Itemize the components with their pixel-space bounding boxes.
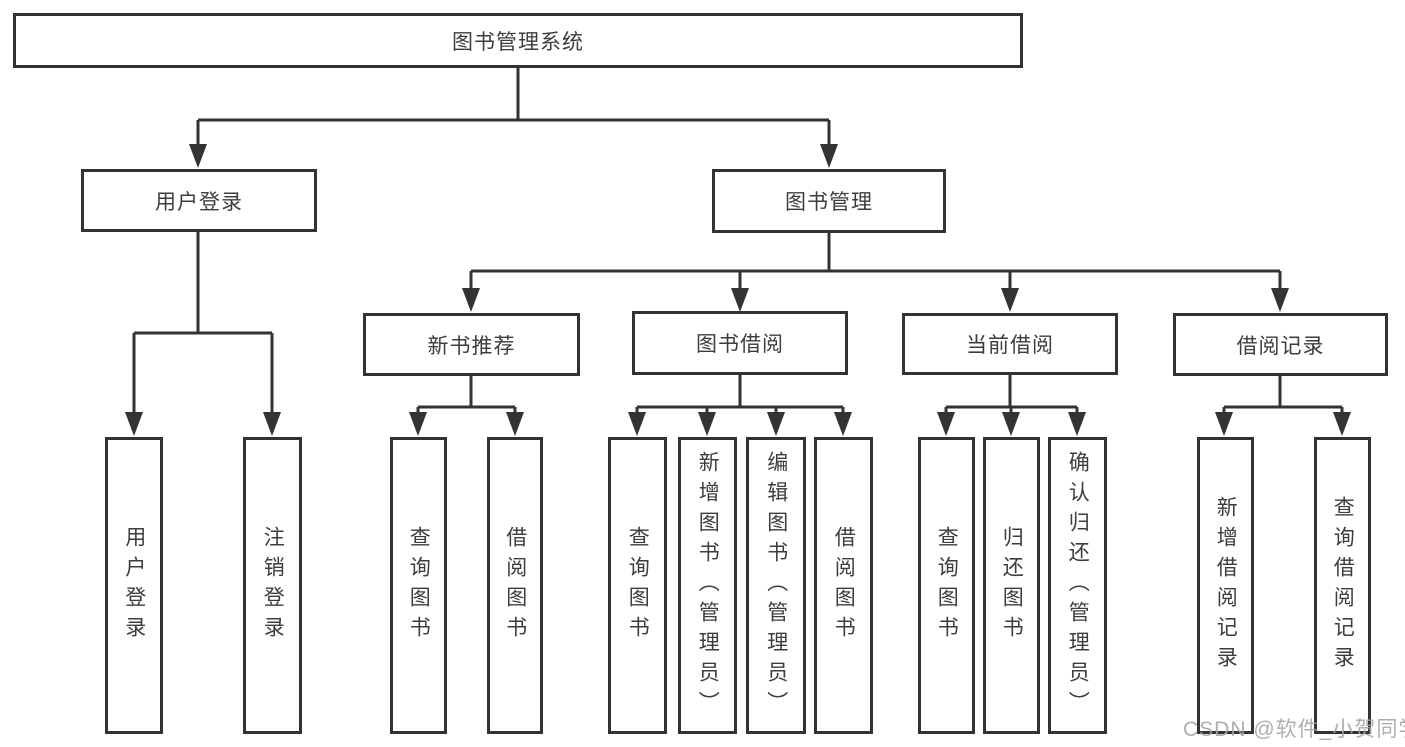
leaf-user-login: 用户登录 bbox=[105, 437, 163, 734]
node-new-book-recommend: 新书推荐 bbox=[363, 313, 580, 376]
leaf-label: 归还图书 bbox=[1000, 525, 1024, 646]
leaf-borrow-books-recommend: 借阅图书 bbox=[487, 437, 543, 734]
node-book-management: 图书管理 bbox=[712, 169, 946, 233]
node-label: 图书管理系统 bbox=[452, 30, 584, 54]
leaf-label: 借阅图书 bbox=[832, 525, 856, 646]
leaf-logout: 注销登录 bbox=[243, 437, 302, 734]
leaf-label: 查询图书 bbox=[407, 525, 431, 646]
leaf-add-books-admin: 新增图书（管理员） bbox=[678, 437, 737, 734]
node-book-borrowing: 图书借阅 bbox=[632, 311, 848, 375]
node-current-borrowing: 当前借阅 bbox=[902, 313, 1118, 375]
leaf-label: 编辑图书（管理员） bbox=[764, 450, 788, 721]
node-label: 用户登录 bbox=[155, 190, 243, 214]
leaf-label: 借阅图书 bbox=[503, 525, 527, 646]
leaf-label: 查询借阅记录 bbox=[1331, 495, 1355, 676]
node-label: 当前借阅 bbox=[966, 334, 1054, 357]
leaf-label: 新增图书（管理员） bbox=[696, 450, 720, 721]
leaf-label: 用户登录 bbox=[122, 525, 146, 646]
node-label: 新书推荐 bbox=[427, 334, 516, 358]
node-user-login: 用户登录 bbox=[81, 169, 317, 232]
leaf-query-borrow-record: 查询借阅记录 bbox=[1314, 437, 1371, 734]
node-borrowing-records: 借阅记录 bbox=[1173, 313, 1388, 376]
watermark: CSDN @软件_小贺同学 bbox=[1183, 718, 1405, 741]
leaf-add-borrow-record: 新增借阅记录 bbox=[1197, 437, 1254, 734]
leaf-label: 查询图书 bbox=[935, 525, 959, 646]
leaf-confirm-return-admin: 确认归还（管理员） bbox=[1048, 437, 1107, 734]
leaf-query-books-recommend: 查询图书 bbox=[390, 437, 447, 734]
leaf-label: 查询图书 bbox=[626, 525, 650, 646]
leaf-edit-books-admin: 编辑图书（管理员） bbox=[746, 437, 806, 734]
leaf-query-books-current: 查询图书 bbox=[918, 437, 975, 734]
leaf-query-books-borrowing: 查询图书 bbox=[608, 437, 667, 734]
node-label: 图书借阅 bbox=[696, 333, 784, 356]
node-label: 图书管理 bbox=[785, 191, 873, 214]
leaf-label: 确认归还（管理员） bbox=[1066, 450, 1090, 721]
node-root-system: 图书管理系统 bbox=[13, 13, 1023, 68]
leaf-borrow-books: 借阅图书 bbox=[814, 437, 873, 734]
leaf-return-books: 归还图书 bbox=[983, 437, 1040, 734]
leaf-label: 注销登录 bbox=[261, 525, 285, 646]
node-label: 借阅记录 bbox=[1236, 334, 1325, 358]
leaf-label: 新增借阅记录 bbox=[1214, 495, 1238, 676]
